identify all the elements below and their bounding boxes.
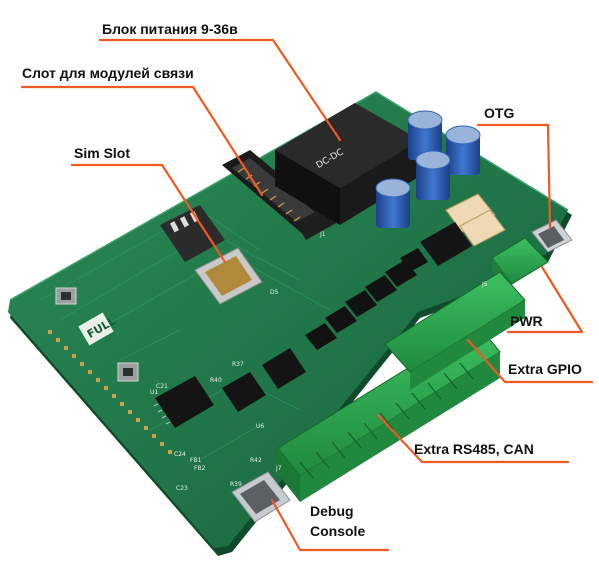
- callout-sim-slot: [70, 163, 227, 264]
- silkscreen-labels: U1 C21 C24 C23 FB1 FB2 R39 R42 J7 J1 J5 …: [150, 231, 488, 492]
- silk-u6: U6: [256, 423, 264, 430]
- silk-d5: D5: [270, 289, 279, 296]
- pin-header-left: [48, 330, 172, 454]
- right-chip: [420, 222, 472, 266]
- pcb-board: [8, 91, 572, 556]
- otg-usb-connector: [531, 219, 573, 253]
- label-debug-line2: Console: [310, 523, 365, 539]
- silk-u1: U1: [150, 389, 158, 396]
- callout-comm-slot: [20, 85, 264, 197]
- silk-j1: J1: [319, 231, 326, 238]
- optocoupler-row: [305, 248, 428, 350]
- label-extra-gpio: Extra GPIO: [508, 361, 582, 377]
- gpio-terminal-block: [384, 271, 526, 390]
- label-comm-slot: Слот для модулей связи: [22, 65, 194, 81]
- callout-extra-rs485: [376, 413, 570, 464]
- callout-extra-gpio: [466, 338, 594, 384]
- label-debug-line1: Debug: [310, 503, 354, 519]
- silk-c24: C24: [174, 451, 186, 458]
- callout-pwr: [506, 265, 584, 334]
- silk-c21: C21: [156, 383, 168, 390]
- label-otg: OTG: [484, 105, 514, 121]
- label-pwr: PWR: [510, 313, 543, 329]
- silk-r40: R40: [210, 377, 222, 384]
- label-sim-slot: Sim Slot: [74, 145, 130, 161]
- silk-j5: J5: [481, 281, 488, 288]
- silk-j7: J7: [275, 465, 282, 472]
- debug-usb-connector: [231, 471, 291, 523]
- annotation-labels: Блок питания 9-36в Слот для модулей связ…: [22, 21, 582, 539]
- callout-debug-console: [270, 498, 390, 552]
- label-extra-rs485: Extra RS485, CAN: [414, 441, 534, 457]
- callout-otg: [476, 123, 552, 230]
- callout-power-supply: [98, 38, 342, 142]
- ic-group: [155, 348, 306, 428]
- sim-slot: [194, 247, 263, 305]
- silk-r37: R37: [232, 361, 244, 368]
- silk-fb2: FB2: [194, 465, 206, 472]
- silk-r42: R42: [250, 457, 262, 464]
- mounting-pads: [55, 287, 139, 382]
- u1-pins: [153, 403, 171, 425]
- label-power-supply: Блок питания 9-36в: [102, 21, 238, 37]
- silk-fb1: FB1: [190, 457, 202, 464]
- capacitors: [375, 110, 481, 228]
- silk-r39: R39: [230, 481, 242, 488]
- silk-c23: C23: [176, 485, 188, 492]
- callout-lines: [20, 38, 594, 552]
